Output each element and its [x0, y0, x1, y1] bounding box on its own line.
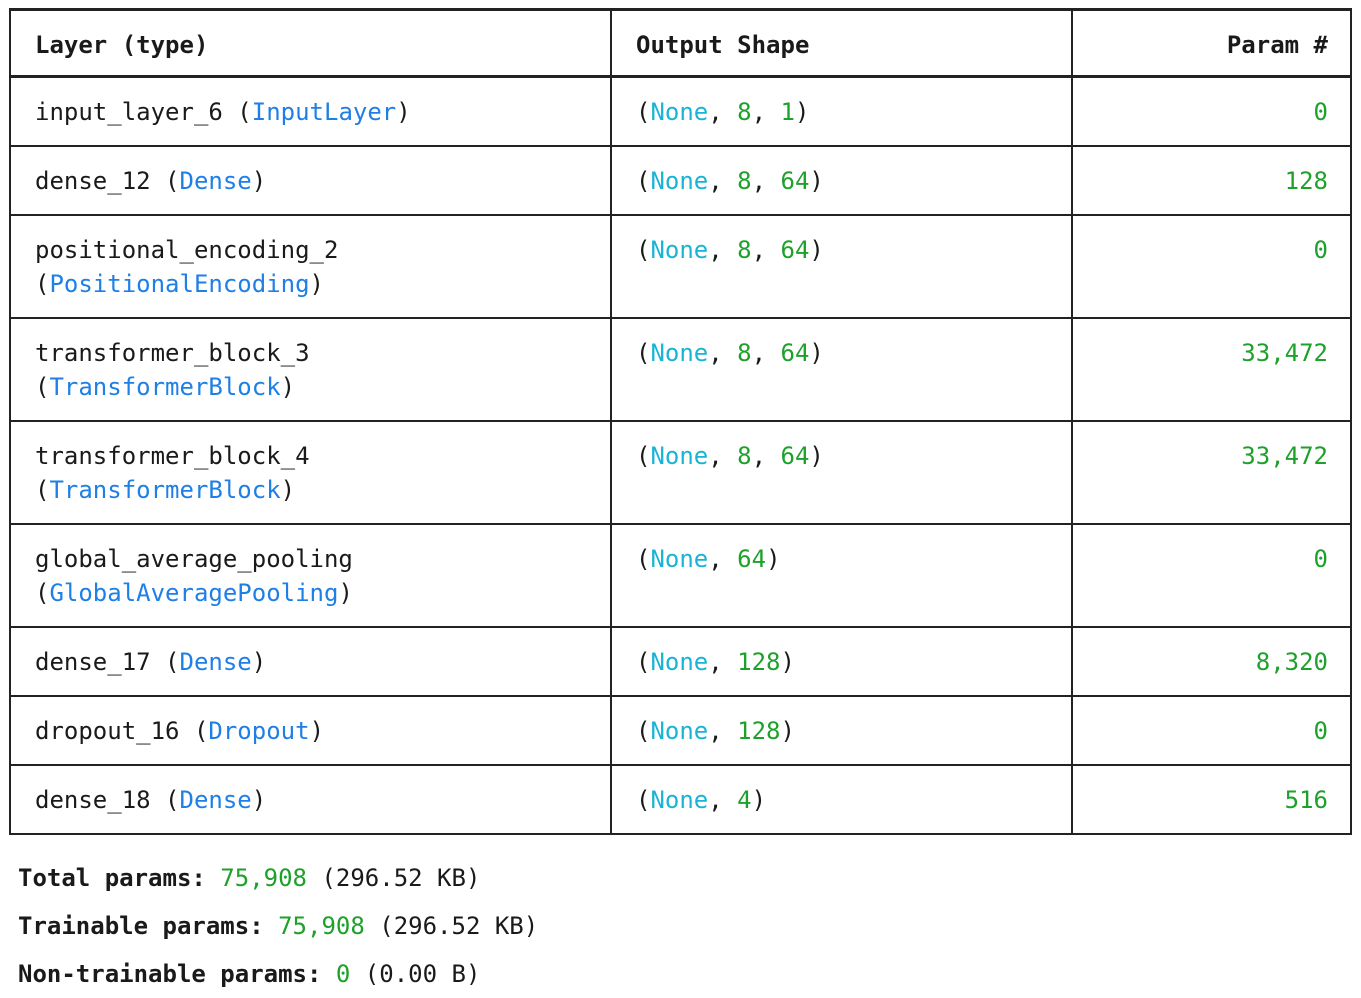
output-shape-cell: (None, 128): [610, 626, 1073, 697]
trainable-params-size: (296.52 KB): [379, 912, 539, 940]
shape-batch-dim: None: [650, 717, 709, 745]
params-summary: Total params: 75,908 (296.52 KB) Trainab…: [18, 854, 538, 998]
param-count-cell: 33,472: [1071, 317, 1352, 422]
layer-name: dropout_16: [35, 717, 180, 745]
table-row: transformer_block_3(TransformerBlock)(No…: [9, 317, 1352, 422]
layer-type: Dense: [179, 648, 252, 676]
output-shape-cell: (None, 8, 64): [610, 420, 1073, 525]
layer-cell: positional_encoding_2(PositionalEncoding…: [9, 214, 612, 319]
layer-type: PositionalEncoding: [49, 270, 310, 298]
layer-type: Dropout: [208, 717, 310, 745]
output-shape-cell: (None, 128): [610, 695, 1073, 766]
layer-name: dense_12: [35, 167, 151, 195]
param-count-cell: 0: [1071, 523, 1352, 628]
table-row: transformer_block_4(TransformerBlock)(No…: [9, 420, 1352, 525]
model-summary-table: Layer (type) Output Shape Param # input_…: [9, 8, 1352, 835]
output-shape-cell: (None, 8, 64): [610, 214, 1073, 319]
shape-batch-dim: None: [650, 236, 709, 264]
table-header: Layer (type) Output Shape Param #: [9, 8, 1352, 78]
header-layer-type: Layer (type): [9, 8, 612, 78]
shape-dim: 64: [780, 339, 810, 367]
shape-dim: 64: [780, 236, 810, 264]
table-row: input_layer_6 (InputLayer)(None, 8, 1)0: [9, 75, 1352, 147]
non-trainable-params-label: Non-trainable params:: [18, 960, 322, 988]
layer-name: dense_17: [35, 648, 151, 676]
shape-dim: 8: [737, 98, 752, 126]
layer-type: TransformerBlock: [49, 373, 281, 401]
layer-type: GlobalAveragePooling: [49, 579, 339, 607]
shape-dim: 4: [737, 786, 752, 814]
shape-batch-dim: None: [650, 545, 709, 573]
param-count-cell: 8,320: [1071, 626, 1352, 697]
shape-dim: 64: [780, 167, 810, 195]
layer-name: global_average_pooling: [35, 545, 353, 573]
shape-dim: 64: [737, 545, 767, 573]
param-count-cell: 0: [1071, 695, 1352, 766]
shape-dim: 64: [780, 442, 810, 470]
shape-batch-dim: None: [650, 339, 709, 367]
layer-type: InputLayer: [251, 98, 397, 126]
layer-type: Dense: [179, 167, 252, 195]
layer-type: TransformerBlock: [49, 476, 281, 504]
output-shape-cell: (None, 8, 64): [610, 317, 1073, 422]
output-shape-cell: (None, 8, 1): [610, 75, 1073, 147]
shape-dim: 8: [737, 236, 752, 264]
shape-dim: 8: [737, 442, 752, 470]
total-params-value: 75,908: [220, 864, 307, 892]
shape-dim: 1: [780, 98, 795, 126]
table-row: positional_encoding_2(PositionalEncoding…: [9, 214, 1352, 319]
layer-cell: transformer_block_3(TransformerBlock): [9, 317, 612, 422]
non-trainable-params-size: (0.00 B): [364, 960, 481, 988]
output-shape-cell: (None, 8, 64): [610, 145, 1073, 216]
layer-cell: dense_12 (Dense): [9, 145, 612, 216]
trainable-params-label: Trainable params:: [18, 912, 264, 940]
header-row: Layer (type) Output Shape Param #: [9, 8, 1352, 78]
param-count-cell: 128: [1071, 145, 1352, 216]
total-params-size: (296.52 KB): [321, 864, 481, 892]
table-row: dropout_16 (Dropout)(None, 128)0: [9, 695, 1352, 766]
layer-name: dense_18: [35, 786, 151, 814]
table-row: dense_18 (Dense)(None, 4)516: [9, 764, 1352, 835]
output-shape-cell: (None, 4): [610, 764, 1073, 835]
table-row: dense_17 (Dense)(None, 128)8,320: [9, 626, 1352, 697]
layer-cell: global_average_pooling(GlobalAveragePool…: [9, 523, 612, 628]
shape-dim: 128: [737, 648, 781, 676]
table-row: dense_12 (Dense)(None, 8, 64)128: [9, 145, 1352, 216]
param-count-cell: 516: [1071, 764, 1352, 835]
layer-cell: transformer_block_4(TransformerBlock): [9, 420, 612, 525]
trainable-params-line: Trainable params: 75,908 (296.52 KB): [18, 902, 538, 950]
table-row: global_average_pooling(GlobalAveragePool…: [9, 523, 1352, 628]
shape-dim: 128: [737, 717, 781, 745]
output-shape-cell: (None, 64): [610, 523, 1073, 628]
layer-type: Dense: [179, 786, 252, 814]
shape-dim: 8: [737, 339, 752, 367]
layer-name: transformer_block_3: [35, 339, 310, 367]
layer-cell: dense_17 (Dense): [9, 626, 612, 697]
trainable-params-value: 75,908: [278, 912, 365, 940]
param-count-cell: 0: [1071, 214, 1352, 319]
layer-name: input_layer_6: [35, 98, 223, 126]
layer-cell: input_layer_6 (InputLayer): [9, 75, 612, 147]
param-count-cell: 33,472: [1071, 420, 1352, 525]
non-trainable-params-value: 0: [335, 960, 351, 988]
shape-batch-dim: None: [650, 442, 709, 470]
total-params-line: Total params: 75,908 (296.52 KB): [18, 854, 538, 902]
shape-dim: 8: [737, 167, 752, 195]
header-param-count: Param #: [1071, 8, 1352, 78]
layer-name: positional_encoding_2: [35, 236, 339, 264]
shape-batch-dim: None: [650, 167, 709, 195]
shape-batch-dim: None: [650, 98, 709, 126]
header-output-shape: Output Shape: [610, 8, 1073, 78]
shape-batch-dim: None: [650, 786, 709, 814]
non-trainable-params-line: Non-trainable params: 0 (0.00 B): [18, 950, 538, 998]
shape-batch-dim: None: [650, 648, 709, 676]
param-count-cell: 0: [1071, 75, 1352, 147]
layer-cell: dropout_16 (Dropout): [9, 695, 612, 766]
layer-cell: dense_18 (Dense): [9, 764, 612, 835]
layer-name: transformer_block_4: [35, 442, 310, 470]
total-params-label: Total params:: [18, 864, 206, 892]
